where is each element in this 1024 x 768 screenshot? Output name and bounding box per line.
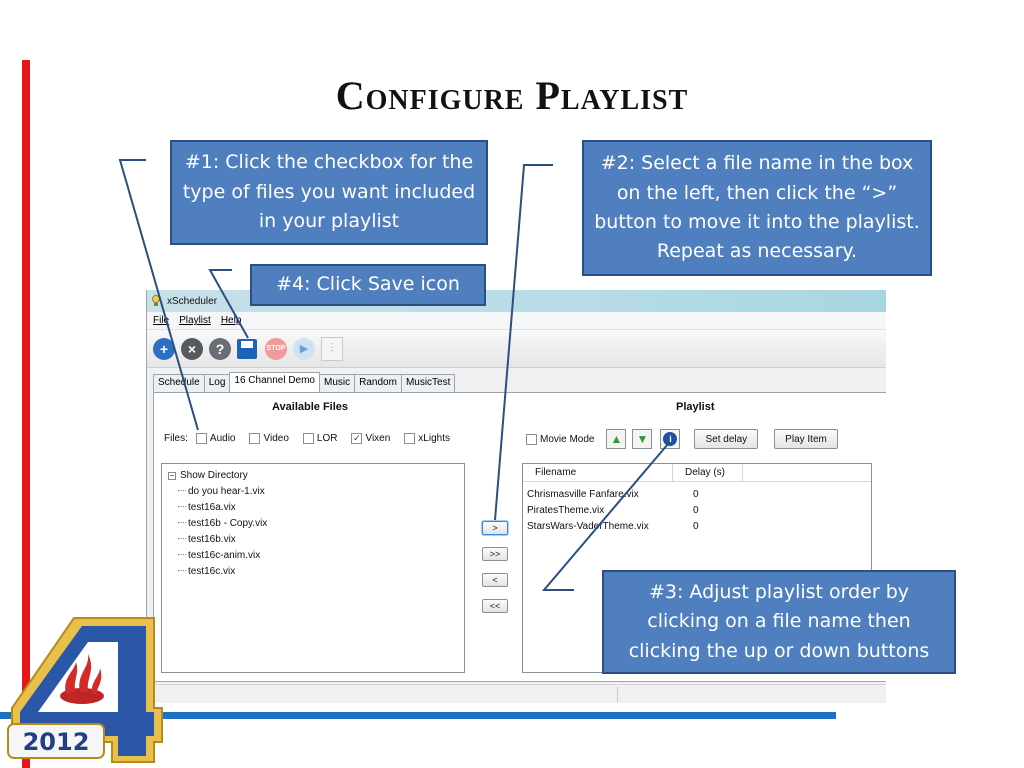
lor-checkbox[interactable] bbox=[302, 433, 314, 444]
table-row[interactable]: PiratesTheme.vix 0 bbox=[523, 502, 871, 518]
play-icon[interactable]: ▶ bbox=[293, 337, 315, 360]
video-checkbox[interactable] bbox=[249, 433, 261, 444]
logo-year: 2012 bbox=[23, 728, 90, 756]
file-type-filters: Files: Audio Video LOR ✓Vixen xLights bbox=[164, 433, 464, 444]
remove-from-playlist-button[interactable]: < bbox=[482, 573, 508, 587]
window-title: xScheduler bbox=[167, 295, 218, 307]
vixen-label: Vixen bbox=[365, 433, 391, 444]
set-delay-button[interactable]: Set delay bbox=[694, 429, 759, 449]
table-row[interactable]: Chrismasville Fanfare.vix 0 bbox=[523, 486, 871, 502]
info-icon[interactable]: i bbox=[660, 429, 681, 449]
playlist-header: Filename Delay (s) bbox=[523, 463, 871, 482]
row-filename: Chrismasville Fanfare.vix bbox=[527, 488, 639, 500]
tree-item[interactable]: test16c-anim.vix bbox=[168, 547, 458, 563]
tab-music[interactable]: Music bbox=[319, 374, 356, 392]
row-filename: PiratesTheme.vix bbox=[527, 504, 605, 516]
vixen-checkbox[interactable]: ✓ bbox=[351, 433, 363, 444]
tree-item[interactable]: test16b.vix bbox=[168, 531, 458, 547]
info-glyph: i bbox=[663, 432, 678, 446]
tree-item[interactable]: test16b - Copy.vix bbox=[168, 515, 458, 531]
audio-label: Audio bbox=[209, 433, 236, 444]
playlist-controls: Movie Mode ▲ ▼ i Set delay Play Item bbox=[526, 429, 838, 449]
add-to-playlist-button[interactable]: > bbox=[482, 521, 508, 535]
play-item-button[interactable]: Play Item bbox=[774, 429, 838, 449]
logo-year-banner bbox=[7, 723, 105, 759]
tree-root[interactable]: − Show Directory bbox=[168, 468, 458, 483]
callout-4: #4: Click Save icon bbox=[250, 264, 486, 306]
app-bulb-icon bbox=[152, 295, 160, 306]
row-delay: 0 bbox=[693, 488, 699, 500]
collapse-icon[interactable]: − bbox=[168, 470, 176, 480]
row-delay: 0 bbox=[693, 520, 699, 532]
files-label: Files: bbox=[164, 433, 188, 444]
toolbar: + × ? STOP ▶ ⫶ bbox=[147, 330, 886, 368]
filename-column-header[interactable]: Filename bbox=[523, 463, 673, 482]
save-icon[interactable] bbox=[237, 338, 257, 359]
xlights-checkbox[interactable] bbox=[404, 433, 416, 444]
stop-icon[interactable]: STOP bbox=[265, 337, 287, 360]
add-all-to-playlist-button[interactable]: >> bbox=[482, 547, 508, 561]
menu-playlist[interactable]: Playlist bbox=[179, 315, 211, 326]
tab-16-channel-demo[interactable]: 16 Channel Demo bbox=[229, 372, 320, 392]
menubar: File Playlist Help bbox=[147, 312, 886, 330]
callout-1: #1: Click the checkbox for the type of f… bbox=[170, 140, 488, 245]
callout-3: #3: Adjust playlist order by clicking on… bbox=[602, 570, 956, 674]
tab-schedule[interactable]: Schedule bbox=[153, 374, 205, 392]
menu-help[interactable]: Help bbox=[220, 315, 242, 326]
logo-flames bbox=[65, 654, 102, 694]
movie-mode-label: Movie Mode bbox=[540, 433, 595, 445]
available-files-title: Available Files bbox=[272, 401, 349, 413]
red-accent-bar bbox=[22, 60, 30, 768]
tab-musictest[interactable]: MusicTest bbox=[400, 374, 456, 392]
video-label: Video bbox=[263, 433, 289, 444]
help-icon[interactable]: ? bbox=[209, 337, 231, 360]
blue-accent-bar bbox=[150, 712, 836, 719]
tree-item[interactable]: test16c.vix bbox=[168, 563, 458, 579]
2012-logo: 2012 bbox=[7, 617, 163, 763]
menu-file[interactable]: File bbox=[153, 315, 170, 326]
movie-mode-checkbox[interactable] bbox=[526, 433, 537, 445]
slide-title: Configure Playlist bbox=[335, 73, 689, 118]
tree-root-label: Show Directory bbox=[180, 470, 248, 481]
move-up-icon[interactable]: ▲ bbox=[606, 429, 627, 449]
callout-2: #2: Select a file name in the box on the… bbox=[582, 140, 932, 276]
tab-strip: Schedule Log 16 Channel Demo Music Rando… bbox=[153, 372, 456, 392]
mixer-icon[interactable]: ⫶ bbox=[321, 336, 343, 361]
tab-random[interactable]: Random bbox=[354, 374, 402, 392]
move-down-icon[interactable]: ▼ bbox=[632, 429, 653, 449]
xlights-label: xLights bbox=[418, 433, 450, 444]
lor-label: LOR bbox=[316, 433, 338, 444]
delay-column-header[interactable]: Delay (s) bbox=[673, 463, 743, 482]
status-bar bbox=[147, 684, 886, 703]
blue-accent-bar-left bbox=[0, 712, 20, 719]
audio-checkbox[interactable] bbox=[195, 433, 207, 444]
row-delay: 0 bbox=[693, 504, 699, 516]
add-icon[interactable]: + bbox=[153, 337, 175, 360]
tree-item[interactable]: test16a.vix bbox=[168, 499, 458, 515]
tab-log[interactable]: Log bbox=[203, 374, 231, 392]
remove-all-from-playlist-button[interactable]: << bbox=[482, 599, 508, 613]
available-files-tree[interactable]: − Show Directory do you hear-1.vix test1… bbox=[161, 463, 465, 673]
row-filename: StarsWars-VaderTheme.vix bbox=[527, 520, 649, 532]
playlist-title: Playlist bbox=[676, 401, 715, 413]
delete-icon[interactable]: × bbox=[181, 337, 203, 360]
tree-item[interactable]: do you hear-1.vix bbox=[168, 483, 458, 499]
table-row[interactable]: StarsWars-VaderTheme.vix 0 bbox=[523, 518, 871, 534]
